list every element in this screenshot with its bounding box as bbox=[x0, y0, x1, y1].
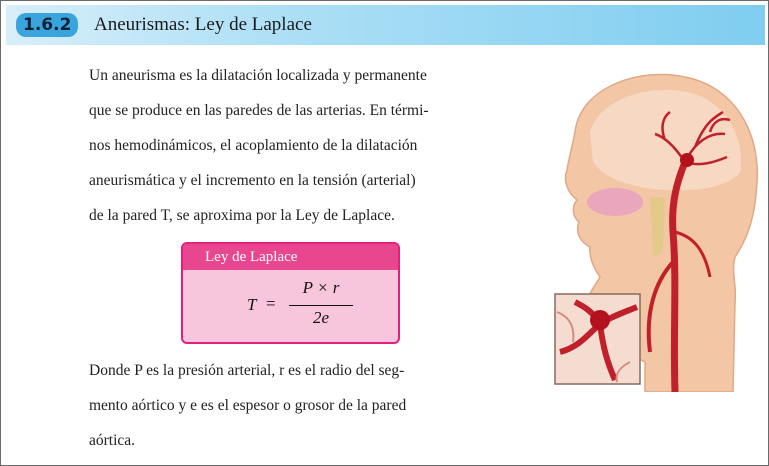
formula-lhs: T bbox=[247, 295, 257, 314]
text-line: nos hemodinámicos, el acoplamiento de la… bbox=[89, 137, 418, 154]
section-title: Aneurismas: Ley de Laplace bbox=[94, 14, 312, 35]
formula-numerator: P × r bbox=[302, 278, 340, 297]
formula-denominator: 2e bbox=[312, 308, 330, 327]
outro-paragraph: Donde P es la presión arterial, r es el … bbox=[89, 353, 529, 458]
fraction-bar bbox=[289, 305, 353, 306]
carotid-artery bbox=[669, 160, 689, 392]
head-artery-illustration bbox=[554, 73, 758, 392]
section-header: 1.6.2 Aneurismas: Ley de Laplace bbox=[6, 5, 765, 45]
cerebellum bbox=[587, 188, 643, 216]
throat-area bbox=[650, 197, 665, 257]
text-line: Un aneurisma es la dilatación localizada… bbox=[89, 67, 427, 84]
inset-zoom bbox=[556, 299, 639, 383]
intro-paragraph: Un aneurisma es la dilatación localizada… bbox=[89, 58, 529, 233]
inset-frame bbox=[554, 293, 641, 385]
text-line: aórtica. bbox=[89, 432, 136, 449]
formula-equals: = bbox=[266, 294, 276, 313]
section-number: 1.6.2 bbox=[16, 13, 79, 37]
text-line: Donde P es la presión arterial, r es el … bbox=[89, 362, 405, 379]
laplace-formula: T = P × r 2e bbox=[183, 274, 398, 338]
brain-vessels bbox=[654, 110, 731, 166]
artery-branch bbox=[674, 230, 712, 278]
aneurysm-bulge bbox=[680, 153, 694, 167]
text-line: mento aórtico y e es el espesor o grosor… bbox=[89, 397, 407, 414]
text-line: aneurismática y el incremento en la tens… bbox=[89, 172, 416, 189]
law-box-title: Ley de Laplace bbox=[183, 244, 398, 270]
artery-branch bbox=[646, 260, 675, 353]
text-line: de la pared T, se aproxima por la Ley de… bbox=[89, 207, 395, 224]
text-line: que se produce en las paredes de las art… bbox=[89, 102, 429, 119]
laplace-law-box: Ley de Laplace T = P × r 2e bbox=[181, 242, 400, 344]
